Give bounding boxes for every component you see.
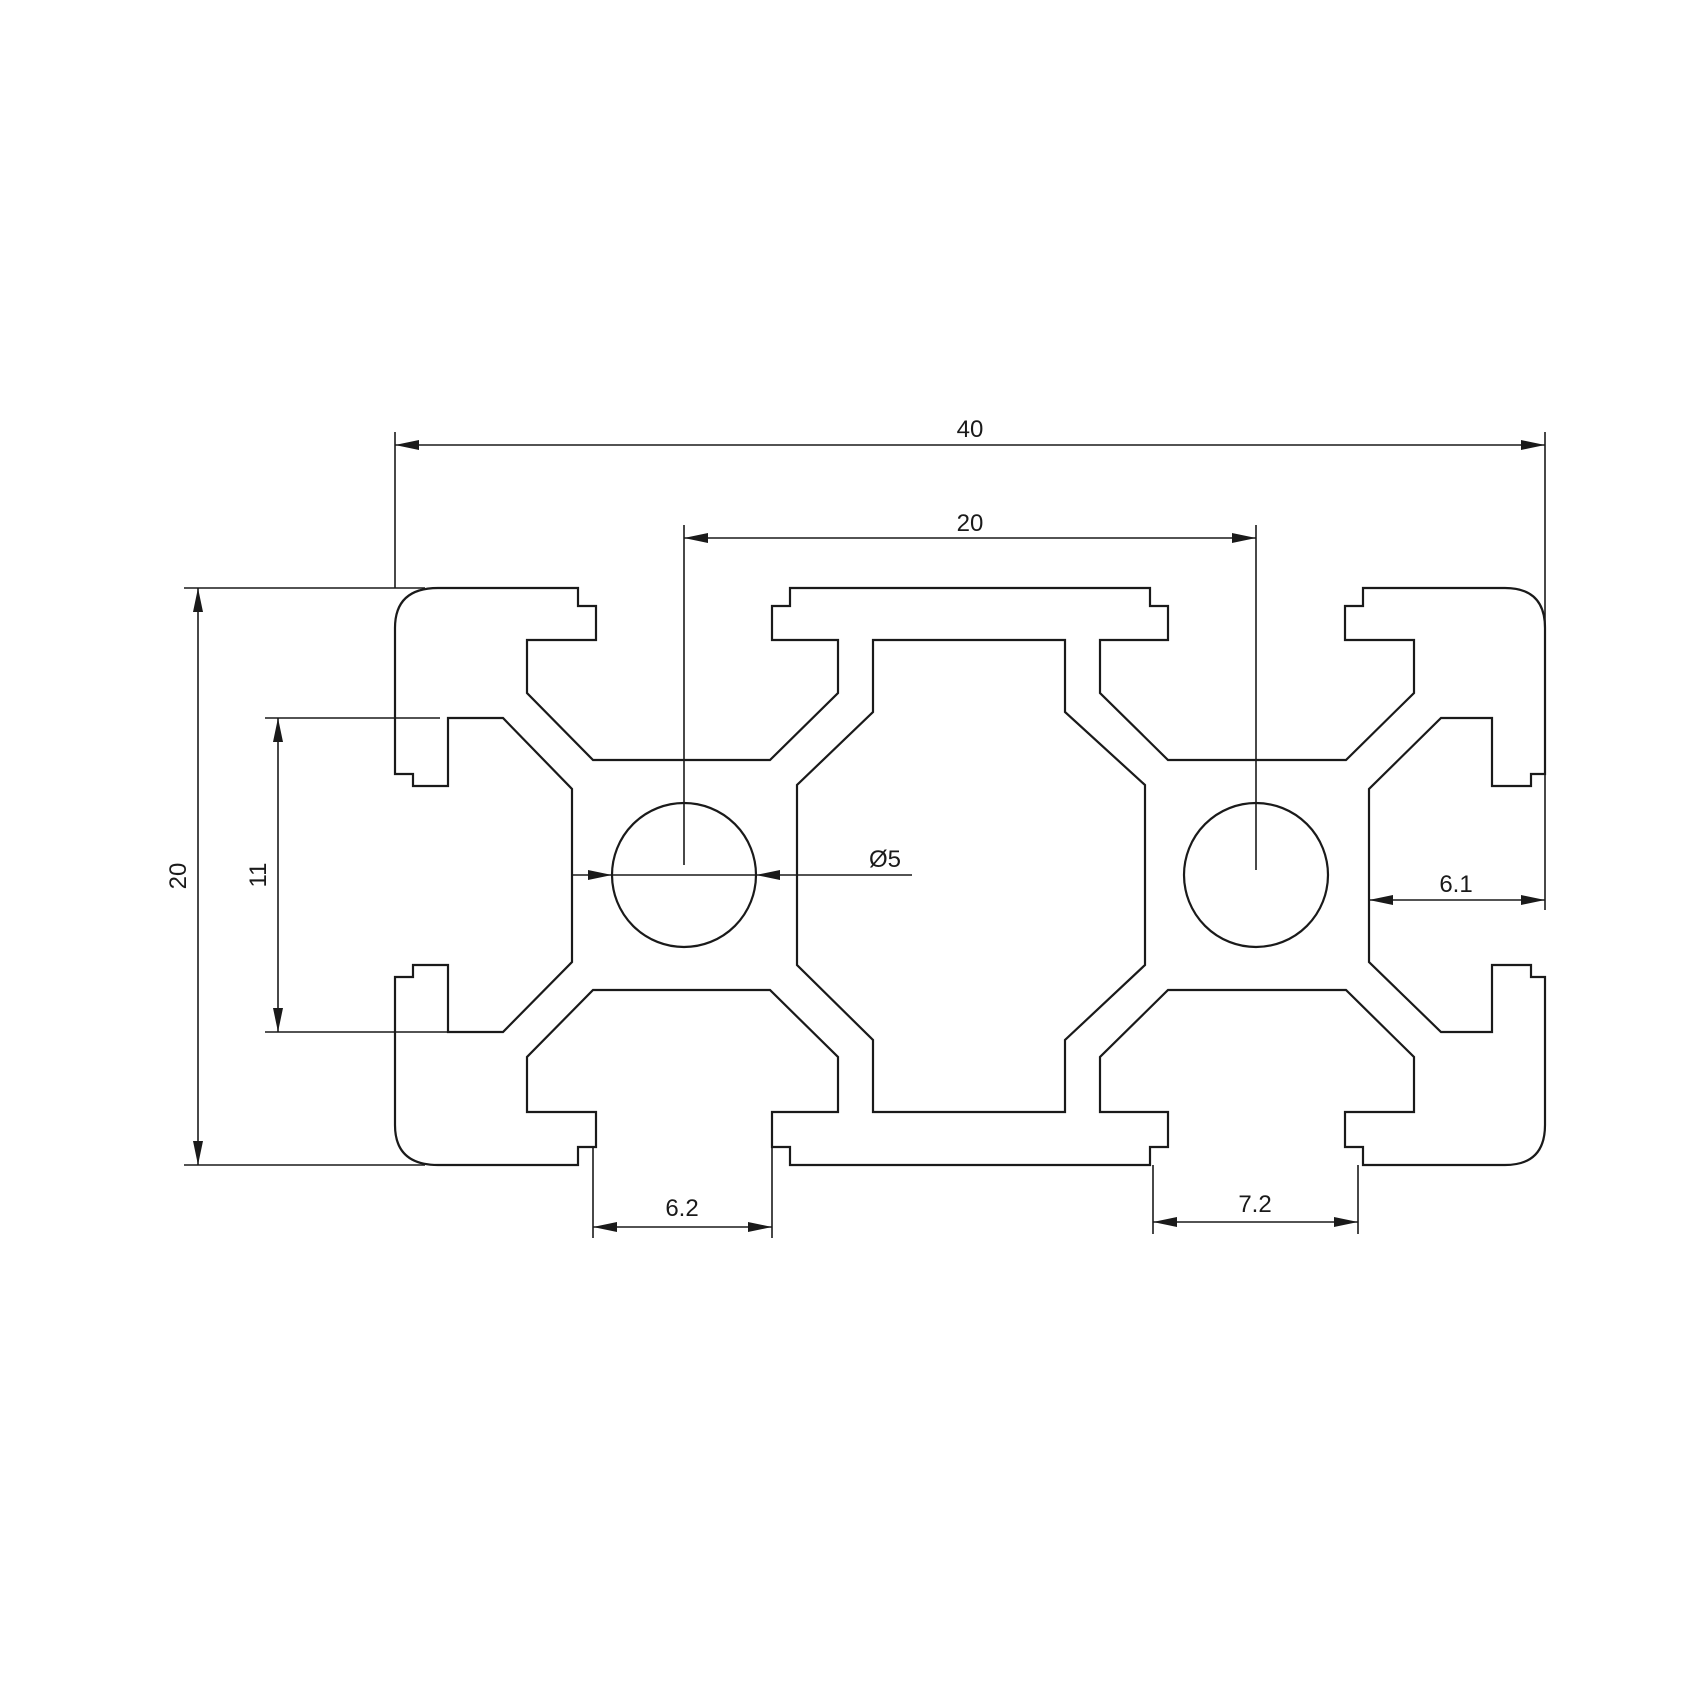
dim-line-slot-6-2 <box>593 1222 772 1232</box>
label-hole-diameter: Ø5 <box>869 846 901 873</box>
label-web-width: 6.1 <box>1439 871 1472 898</box>
center-cavity <box>795 638 1147 1114</box>
dim-line-spacing-20 <box>684 533 1256 543</box>
label-overall-width: 40 <box>957 416 984 443</box>
label-slot-opening: 11 <box>245 863 272 888</box>
dim-line-web-6-1 <box>1369 895 1545 905</box>
dim-line-width-40 <box>395 440 1545 450</box>
dim-line-slot-11 <box>273 718 283 1032</box>
profile-outline <box>393 586 1547 1167</box>
dim-line-height-20 <box>193 588 203 1165</box>
label-overall-height: 20 <box>165 863 192 890</box>
label-slot-width-left: 6.2 <box>665 1195 698 1222</box>
extension-lines <box>184 432 1546 1238</box>
dim-line-slot-7-2 <box>1153 1217 1358 1227</box>
dim-line-diameter-5 <box>572 870 780 880</box>
label-slot-width-right: 7.2 <box>1238 1191 1271 1218</box>
label-hole-spacing: 20 <box>957 510 984 537</box>
